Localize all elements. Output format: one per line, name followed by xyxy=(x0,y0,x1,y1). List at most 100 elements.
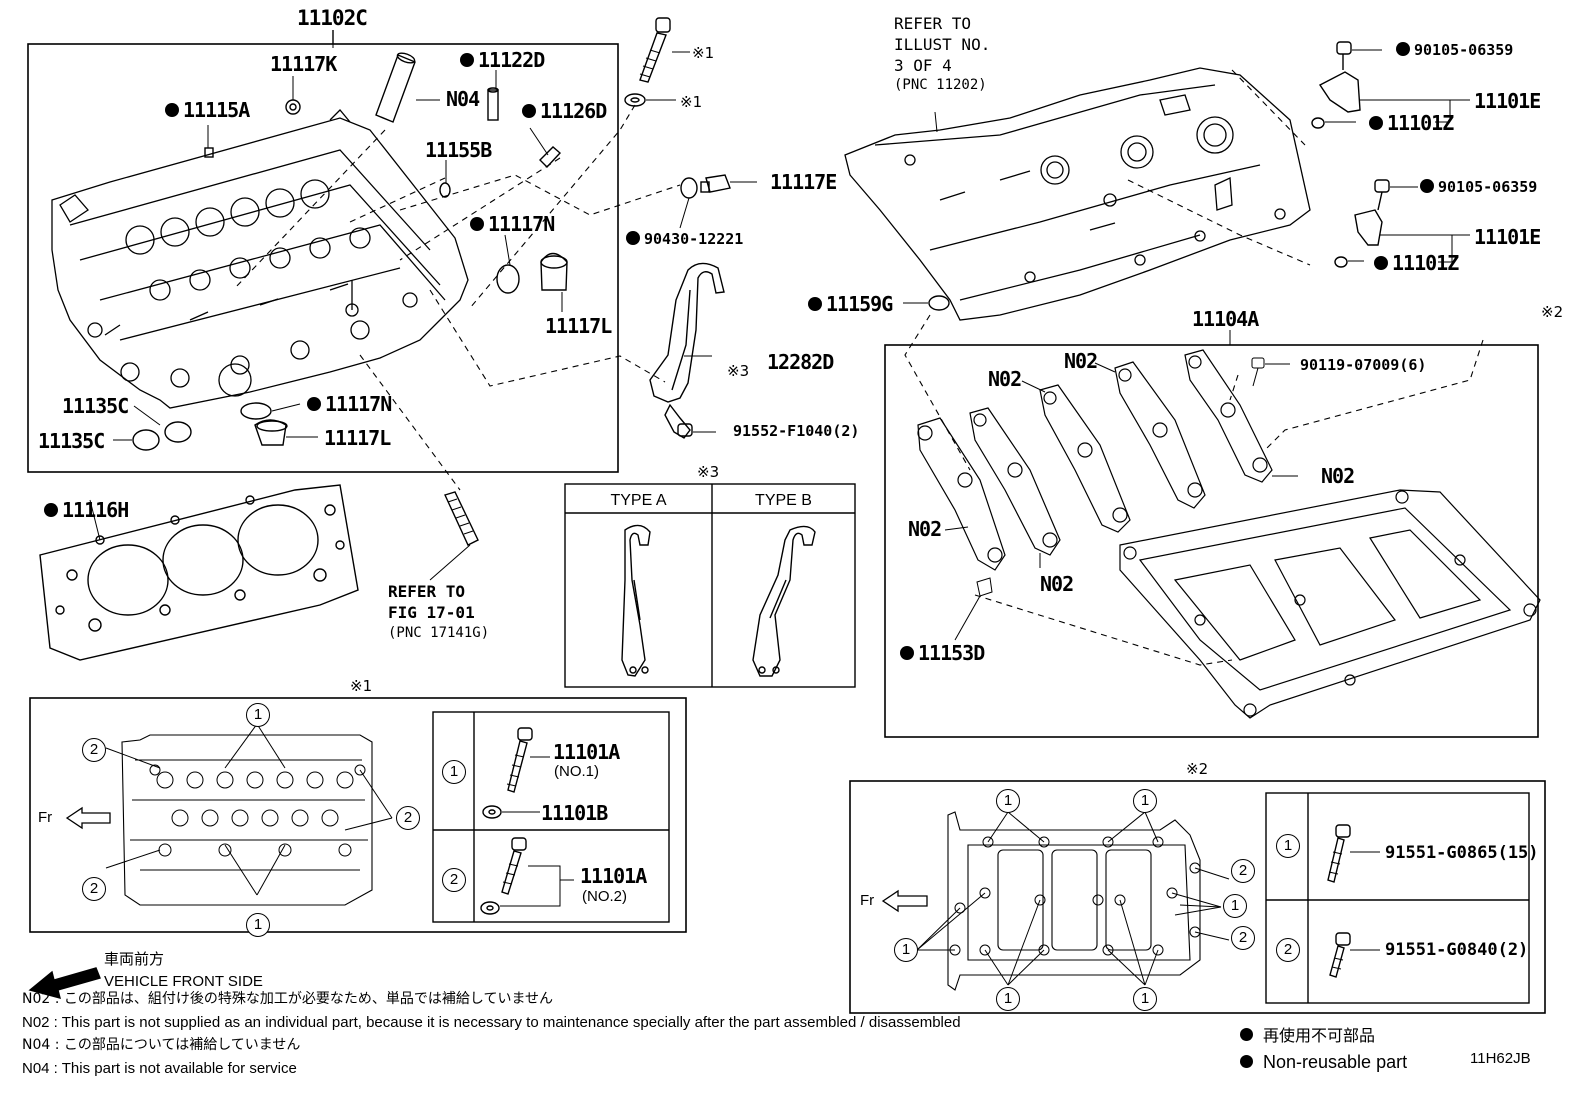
label-11101E-a: 11101E xyxy=(1474,89,1541,113)
type-a-header: TYPE A xyxy=(610,492,667,509)
label-11116H: 11116H xyxy=(44,500,129,520)
bearing-caps xyxy=(917,349,1273,571)
label-91552-F1040: 91552-F1040(2) xyxy=(733,422,860,440)
label-90430-12221: 90430-12221 xyxy=(626,230,743,247)
vehicle-front-en: VEHICLE FRONT SIDE xyxy=(104,973,263,990)
kome3-mark: ※3 xyxy=(727,362,750,380)
refer-fig-line2: FIG 17-01 xyxy=(388,602,475,622)
legend-dot-icon xyxy=(1240,1027,1253,1041)
label-11159G: 11159G xyxy=(808,294,893,314)
detail1-table xyxy=(432,711,670,923)
cylinder-head-drawing xyxy=(51,109,469,409)
label-11153D: 11153D xyxy=(900,643,985,663)
vehicle-front-jp: 車両前方 xyxy=(104,950,165,968)
kome1-mark-b: ※1 xyxy=(680,93,703,111)
vehicle-front-arrow xyxy=(28,967,101,999)
refer-illust-line4: (PNC 11202) xyxy=(894,77,987,94)
detail1-head xyxy=(121,734,373,906)
kome1-title: ※1 xyxy=(350,677,373,695)
label-91551-G0865: 91551-G0865(15) xyxy=(1385,843,1539,863)
callout-1-b: 1 xyxy=(246,913,270,937)
head-gasket xyxy=(39,484,359,661)
type-b-header: TYPE B xyxy=(755,492,812,509)
label-11101B: 11101B xyxy=(541,801,608,825)
label-11115A: 11115A xyxy=(165,100,250,120)
non-reusable-dot xyxy=(1369,115,1383,130)
non-reusable-dot xyxy=(460,52,474,67)
non-reusable-dot xyxy=(626,230,640,245)
head-cover-drawing xyxy=(844,67,1311,321)
detail2-leaders xyxy=(916,811,1230,986)
label-11135C-b: 11135C xyxy=(38,429,105,453)
label-N02-a: N02 xyxy=(1064,349,1098,373)
label-90105-06359-b: 90105-06359 xyxy=(1420,178,1537,195)
stud-bolt xyxy=(429,491,479,581)
callout-d2-1-b: 1 xyxy=(1133,789,1157,813)
kome1-mark-a: ※1 xyxy=(692,44,715,62)
detail1-box xyxy=(29,697,687,933)
detail2-front-arrow xyxy=(881,889,928,913)
detail1-front-arrow xyxy=(65,806,111,830)
detail2-frame xyxy=(947,811,1201,991)
label-N04: N04 xyxy=(446,87,480,111)
label-N02-b: N02 xyxy=(988,367,1022,391)
label-11122D: 11122D xyxy=(460,50,545,70)
legend-en: Non-reusable part xyxy=(1240,1049,1407,1076)
label-11117E: 11117E xyxy=(770,170,837,194)
crankcase-frame xyxy=(1119,489,1541,719)
refer-fig-note: REFER TO FIG 17-01 (PNC 17141G) xyxy=(388,582,489,642)
legend-jp: 再使用不可部品 xyxy=(1240,1022,1407,1049)
label-no1: (NO.1) xyxy=(554,763,599,780)
kome2-mark: ※2 xyxy=(1541,303,1564,321)
callout-d2-2-b: 2 xyxy=(1231,926,1255,950)
note-n04-jp: N04 : この部品については補給していません xyxy=(22,1037,301,1053)
label-11104A: 11104A xyxy=(1192,307,1259,331)
note-n04-en: N04 : This part is not available for ser… xyxy=(22,1060,297,1077)
label-11117N-b: 11117N xyxy=(307,394,392,414)
detail1-leaders xyxy=(105,723,393,896)
non-reusable-dot xyxy=(470,216,484,231)
label-90119-07009: 90119-07009(6) xyxy=(1300,356,1427,374)
callout-1-a: 1 xyxy=(246,703,270,727)
legend-en-text: Non-reusable part xyxy=(1263,1052,1408,1072)
type-table xyxy=(564,483,856,688)
table2-row2-index: 2 xyxy=(1276,938,1300,962)
label-N02-e: N02 xyxy=(1040,572,1074,596)
label-N02-d: N02 xyxy=(908,517,942,541)
label-no2: (NO.2) xyxy=(582,888,627,905)
part-12282D xyxy=(649,262,725,439)
label-91551-G0840: 91551-G0840(2) xyxy=(1385,940,1529,960)
footnotes: N02 : この部品は、組付け後の特殊な加工が必要なため、単品では補給していませ… xyxy=(22,988,961,1080)
callout-2-c: 2 xyxy=(82,877,106,901)
diagram-code: 11H62JB xyxy=(1470,1050,1531,1067)
cylinder-head-box xyxy=(27,43,619,473)
refer-illust-line3: 3 OF 4 xyxy=(894,55,952,75)
cam-sensors xyxy=(1311,41,1470,268)
label-90105-06359-a: 90105-06359 xyxy=(1396,41,1513,58)
label-11117L-a: 11117L xyxy=(545,314,612,338)
callout-d2-1-f: 1 xyxy=(1133,987,1157,1011)
non-reusable-dot xyxy=(1374,255,1388,270)
refer-fig-line3: (PNC 17141G) xyxy=(388,624,490,641)
non-reusable-dot xyxy=(165,102,179,117)
head-leaders xyxy=(113,44,563,441)
note-n02-jp: N02 : この部品は、組付け後の特殊な加工が必要なため、単品では補給していませ… xyxy=(22,991,554,1007)
non-reusable-dot xyxy=(1420,178,1434,193)
label-12282D: 12282D xyxy=(767,350,834,374)
kome3-title: ※3 xyxy=(697,463,720,481)
label-N02-c: N02 xyxy=(1321,464,1355,488)
legend-jp-text: 再使用不可部品 xyxy=(1263,1026,1376,1045)
label-11117K: 11117K xyxy=(270,52,337,76)
label-11101A-no1: 11101A xyxy=(553,740,620,764)
label-11117N-a: 11117N xyxy=(470,214,555,234)
callout-d2-1-a: 1 xyxy=(996,789,1020,813)
kome2-title: ※2 xyxy=(1186,760,1209,778)
bearing-cap-leaders xyxy=(944,357,1298,641)
refer-fig-line1: REFER TO xyxy=(388,582,466,601)
detail2-box xyxy=(849,780,1546,1014)
label-11101Z-b: 11101Z xyxy=(1374,253,1459,273)
dashed-lines xyxy=(234,69,1484,666)
table1-row2-index: 2 xyxy=(442,868,466,892)
head-bolt-top xyxy=(624,17,690,107)
label-11126D: 11126D xyxy=(522,101,607,121)
